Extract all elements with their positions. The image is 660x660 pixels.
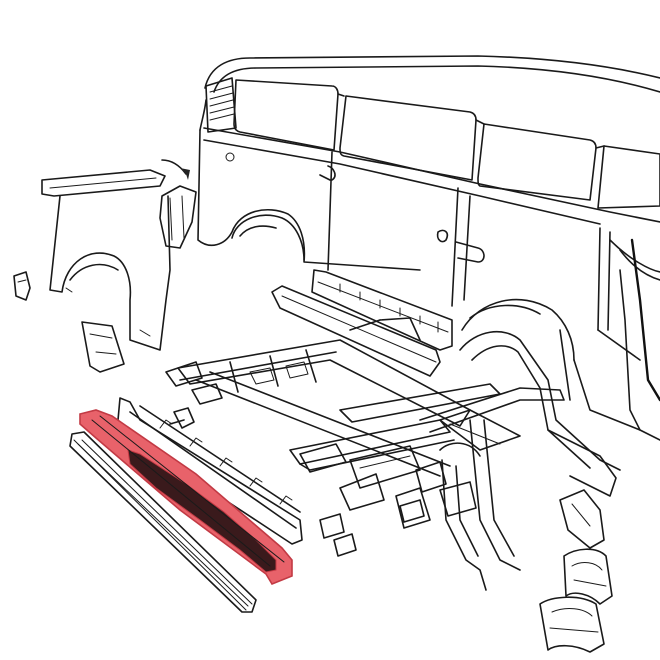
lower-brackets bbox=[169, 407, 477, 557]
outer-sill-strip bbox=[69, 431, 257, 613]
corner-piece bbox=[159, 185, 197, 249]
rear-quarter-panel bbox=[41, 159, 190, 351]
floor-frame bbox=[165, 317, 621, 591]
lower-valance bbox=[81, 321, 125, 373]
outer-rocker-panel bbox=[271, 269, 453, 377]
rocker-panel-reinforcement[interactable] bbox=[79, 409, 293, 585]
vent-louvers bbox=[205, 77, 237, 133]
side-windows bbox=[233, 79, 660, 209]
front-panel-bracket bbox=[559, 489, 605, 549]
van-body bbox=[197, 55, 660, 441]
front-step-panel-upper bbox=[563, 548, 613, 605]
front-step-panel-lower bbox=[539, 596, 605, 653]
small-bracket-left bbox=[13, 271, 31, 301]
